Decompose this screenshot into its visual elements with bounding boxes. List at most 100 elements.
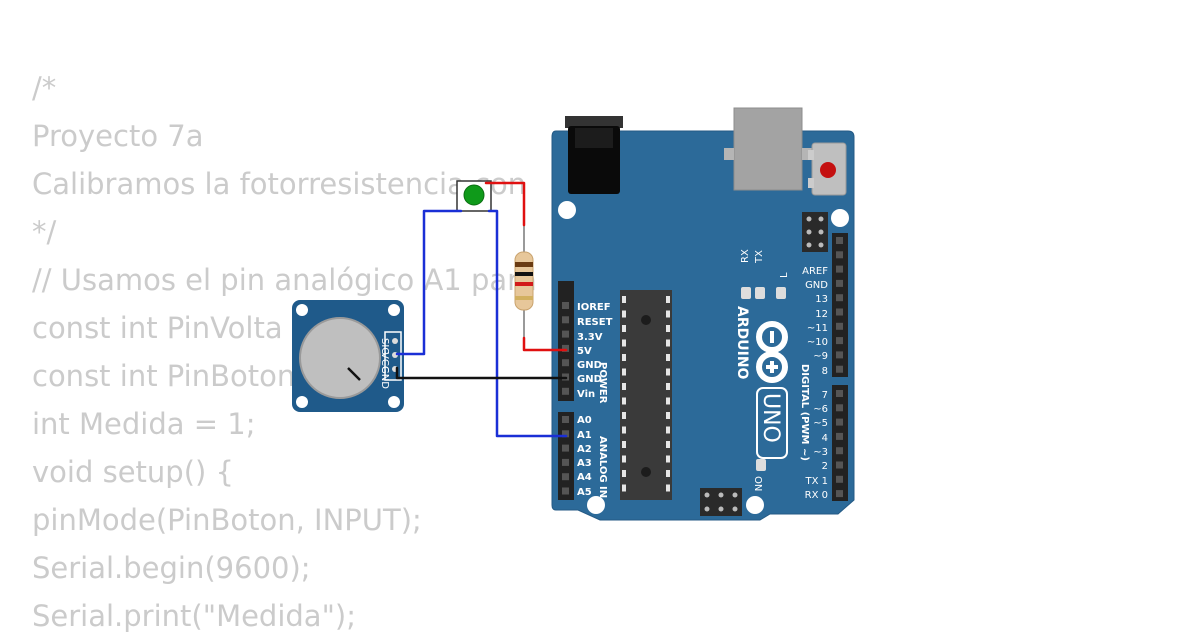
code-line: Proyecto 7a: [32, 119, 204, 153]
header-pin-hole[interactable]: [836, 251, 843, 259]
wire-red-5v[interactable]: [484, 181, 526, 227]
potentiometer-module[interactable]: SIG VCC GND: [292, 300, 404, 412]
pin-label-6: ~6: [813, 404, 828, 415]
chip-pin: [622, 368, 626, 376]
push-button[interactable]: [456, 180, 492, 212]
code-line: pinMode(PinBoton, INPUT);: [32, 503, 422, 537]
power-header-title: POWER: [597, 362, 608, 404]
arduino-uno-board[interactable]: IOREF RESET 3.3V 5V GND GND Vin A0 A1 A2…: [551, 107, 855, 521]
header-pin-hole[interactable]: [562, 330, 569, 338]
resistor-band: [515, 262, 533, 267]
code-listing: /* Proyecto 7a Calibramos la fotorresist…: [32, 64, 537, 640]
resistor-body: [514, 251, 534, 311]
icsp-header: [802, 212, 828, 252]
chip-pin: [666, 470, 670, 477]
chip-pin: [622, 412, 626, 419]
icsp-header-bottom: [700, 488, 742, 516]
wire-blue-a1[interactable]: [487, 209, 568, 438]
chip-pin: [666, 412, 670, 419]
header-pin-hole[interactable]: [836, 432, 843, 440]
code-line: /*: [32, 71, 57, 105]
chip-pin: [666, 441, 670, 448]
header-pin-hole[interactable]: [562, 458, 569, 466]
chip-pin: [666, 484, 670, 492]
wire-red-5v[interactable]: [522, 336, 568, 352]
pin-label-12: 12: [815, 309, 828, 320]
code-line: Serial.print("Medida");: [32, 599, 356, 633]
header-pin-hole[interactable]: [836, 404, 843, 412]
code-line: const int PinBoton: [32, 359, 296, 393]
pin-label-11: ~11: [807, 323, 828, 334]
code-line: // Usamos el pin analógico A1 para: [32, 263, 537, 297]
chip-pin: [666, 310, 670, 318]
pin-label-13: 13: [815, 294, 828, 305]
header-pin-hole[interactable]: [836, 279, 843, 287]
chip-pin: [666, 339, 670, 347]
chip-pin: [666, 296, 670, 303]
led-label-l: L: [779, 272, 790, 278]
digital-header-top[interactable]: [832, 233, 848, 377]
mount-hole: [831, 209, 849, 227]
code-line: */: [32, 215, 57, 249]
header-pin-hole[interactable]: [836, 447, 843, 455]
header-pin-hole[interactable]: [836, 365, 843, 373]
header-pin-hole[interactable]: [562, 430, 569, 438]
header-pin-hole[interactable]: [836, 418, 843, 426]
header-pin-hole[interactable]: [836, 490, 843, 498]
pin-label-3v3: 3.3V: [577, 332, 603, 343]
reset-button[interactable]: [808, 142, 847, 196]
header-pin-hole[interactable]: [562, 316, 569, 324]
led-label-tx: TX: [754, 250, 765, 264]
usb-connector: [724, 107, 812, 191]
pin-label-5: ~5: [813, 418, 828, 429]
header-pin-hole[interactable]: [836, 237, 843, 244]
mount-hole: [746, 496, 764, 514]
led-label-on: ON: [752, 476, 763, 491]
chip-pin: [666, 325, 670, 332]
header-pin-hole[interactable]: [562, 302, 569, 309]
header-pin-hole[interactable]: [562, 344, 569, 352]
header-pin-hole[interactable]: [836, 461, 843, 469]
button-cap[interactable]: [463, 184, 485, 206]
pot-pin-header: [384, 331, 402, 381]
pot-pin-label-gnd: GND: [379, 366, 390, 389]
arduino-logo-icon: [756, 321, 788, 383]
chip-pin: [622, 397, 626, 405]
power-header[interactable]: [558, 281, 574, 401]
wire-black-gnd[interactable]: [395, 366, 568, 380]
digital-header-bottom[interactable]: [832, 385, 848, 501]
header-pin-hole[interactable]: [562, 473, 569, 481]
mount-hole: [296, 304, 308, 316]
header-pin-hole[interactable]: [562, 387, 569, 395]
header-pin-hole[interactable]: [836, 390, 843, 397]
pin-label-3: ~3: [813, 447, 828, 458]
header-pin-hole[interactable]: [836, 308, 843, 316]
header-pin-hole[interactable]: [836, 475, 843, 483]
pin-label-aref: AREF: [802, 266, 828, 277]
pin-label-a3: A3: [577, 458, 592, 469]
wires: [395, 181, 568, 438]
pin-label-7: 7: [822, 390, 828, 401]
resistor: [514, 225, 534, 338]
header-pin-hole[interactable]: [836, 294, 843, 302]
header-pin-hole[interactable]: [562, 416, 569, 423]
header-pin-hole[interactable]: [836, 265, 843, 273]
chip-pin: [622, 470, 626, 477]
analog-header[interactable]: [558, 412, 574, 500]
wire-blue-sig[interactable]: [395, 209, 463, 356]
header-pin-hole[interactable]: [562, 359, 569, 367]
pin-label-2: 2: [822, 461, 828, 472]
header-pin-hole[interactable]: [836, 322, 843, 330]
pin-label-4: 4: [822, 433, 828, 444]
digital-header-title: DIGITAL (PWM ~): [799, 364, 810, 461]
chip-pin: [622, 426, 626, 434]
potentiometer-knob[interactable]: [299, 317, 381, 399]
brand-label: ARDUINO: [734, 306, 750, 380]
header-pin-hole[interactable]: [836, 337, 843, 345]
pot-pin[interactable]: [392, 338, 398, 344]
header-pin-hole[interactable]: [836, 351, 843, 359]
header-pin-hole[interactable]: [562, 444, 569, 452]
resistor-band: [515, 296, 533, 300]
chip-pin: [666, 354, 670, 361]
header-pin-hole[interactable]: [562, 487, 569, 495]
